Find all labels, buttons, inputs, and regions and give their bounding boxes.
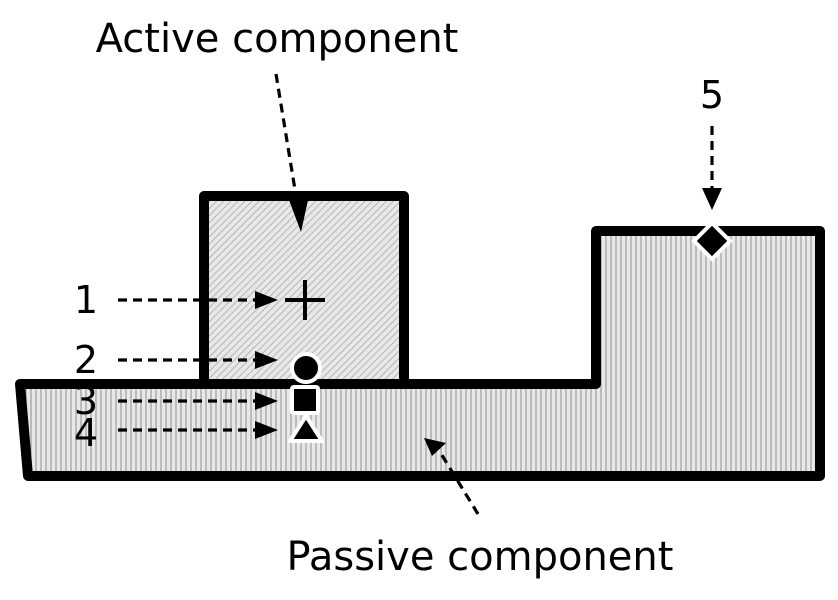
point-4 xyxy=(118,414,324,443)
arrowhead-icon xyxy=(255,421,278,439)
arrowhead-icon xyxy=(424,438,446,456)
square-icon xyxy=(290,385,320,415)
active-leader xyxy=(274,73,308,232)
arrowhead-icon xyxy=(255,351,278,369)
point-label-3: 3 xyxy=(74,379,98,423)
plus-icon xyxy=(285,280,325,320)
passive-component-label: Passive component xyxy=(287,534,674,580)
active-component-label: Active component xyxy=(96,16,459,62)
arrowhead-icon xyxy=(255,392,278,410)
point-3 xyxy=(118,385,320,415)
point-2 xyxy=(118,351,322,384)
point-label-2: 2 xyxy=(74,338,98,382)
point-1 xyxy=(118,280,325,320)
arrowhead-icon xyxy=(289,200,308,232)
diamond-icon xyxy=(691,220,733,262)
point-label-5: 5 xyxy=(700,73,724,117)
arrowhead-icon xyxy=(255,291,278,309)
circle-icon xyxy=(290,352,322,384)
point-5 xyxy=(691,126,733,262)
arrowhead-icon xyxy=(702,188,722,210)
point-label-4: 4 xyxy=(74,411,98,455)
passive-component xyxy=(15,226,825,481)
passive-leader xyxy=(424,438,480,515)
triangle-icon xyxy=(288,414,324,443)
point-label-1: 1 xyxy=(74,278,98,322)
